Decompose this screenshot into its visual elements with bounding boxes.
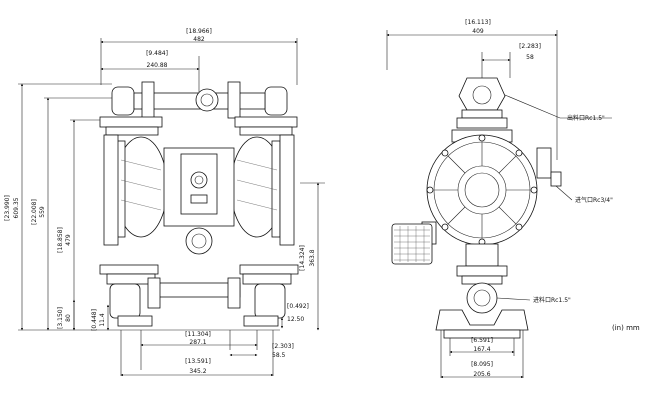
front-upper-height-mm: 559	[39, 206, 46, 218]
front-bolt-span-mm: 287.1	[189, 339, 206, 346]
units-label: (in) mm	[612, 324, 640, 332]
side-overall-width-mm: 409	[472, 28, 484, 35]
callout-inlet: 进料口Rc1.5"	[533, 296, 571, 304]
front-overall-width-inch: [18.966]	[186, 28, 212, 35]
side-base-width-inch: [8.095]	[471, 361, 493, 368]
front-mid-height-inch: [18.858]	[57, 227, 64, 253]
front-overall-height-mm: 609.35	[13, 197, 20, 218]
front-mid-height-mm: 479	[65, 234, 72, 246]
side-port-width-mm: 58	[526, 54, 534, 61]
front-foot-height-inch: [0.448]	[91, 309, 98, 331]
front-foot-thickness-inch: [0.492]	[287, 303, 309, 310]
front-upper-height-inch: [22.008]	[31, 199, 38, 225]
front-slot-width-mm: 58.5	[272, 352, 286, 359]
front-base-width-inch: [13.591]	[185, 358, 211, 365]
front-overall-height-inch: [23.990]	[4, 195, 11, 221]
front-base-height-inch: [3.150]	[57, 307, 64, 329]
front-inlet-offset-inch: [9.484]	[146, 50, 168, 57]
front-center-height-inch: [14.324]	[299, 245, 306, 271]
front-center-height-mm: 363.8	[309, 249, 316, 266]
front-slot-width-inch: [2.303]	[272, 343, 294, 350]
side-base-bolt-inch: [6.591]	[471, 337, 493, 344]
front-base-height-mm: 80	[65, 314, 72, 322]
side-overall-width-inch: [16.113]	[465, 19, 491, 26]
callout-air-inlet: 进气口Rc3/4"	[575, 196, 613, 204]
side-view: [16.113] 409 [2.283] 58 出料口Rc1.5"	[386, 19, 613, 379]
side-base-bolt-mm: 167.4	[473, 346, 490, 353]
front-overall-width-mm: 482	[193, 36, 205, 43]
front-foot-height-mm: 11.4	[99, 313, 106, 327]
front-view: [18.966] 482 [9.484] 240.88 [23.990] 609…	[4, 28, 325, 377]
side-port-width-inch: [2.283]	[519, 43, 541, 50]
front-inlet-offset-mm: 240.88	[147, 62, 168, 69]
bolt-circle	[426, 134, 538, 246]
front-bolt-span-inch: [11.304]	[185, 331, 211, 338]
muffler-mesh	[394, 226, 430, 262]
front-base-width-mm: 345.2	[189, 368, 206, 375]
front-foot-thickness-mm: 12.50	[287, 316, 304, 323]
side-base-width-mm: 205.6	[473, 371, 490, 378]
